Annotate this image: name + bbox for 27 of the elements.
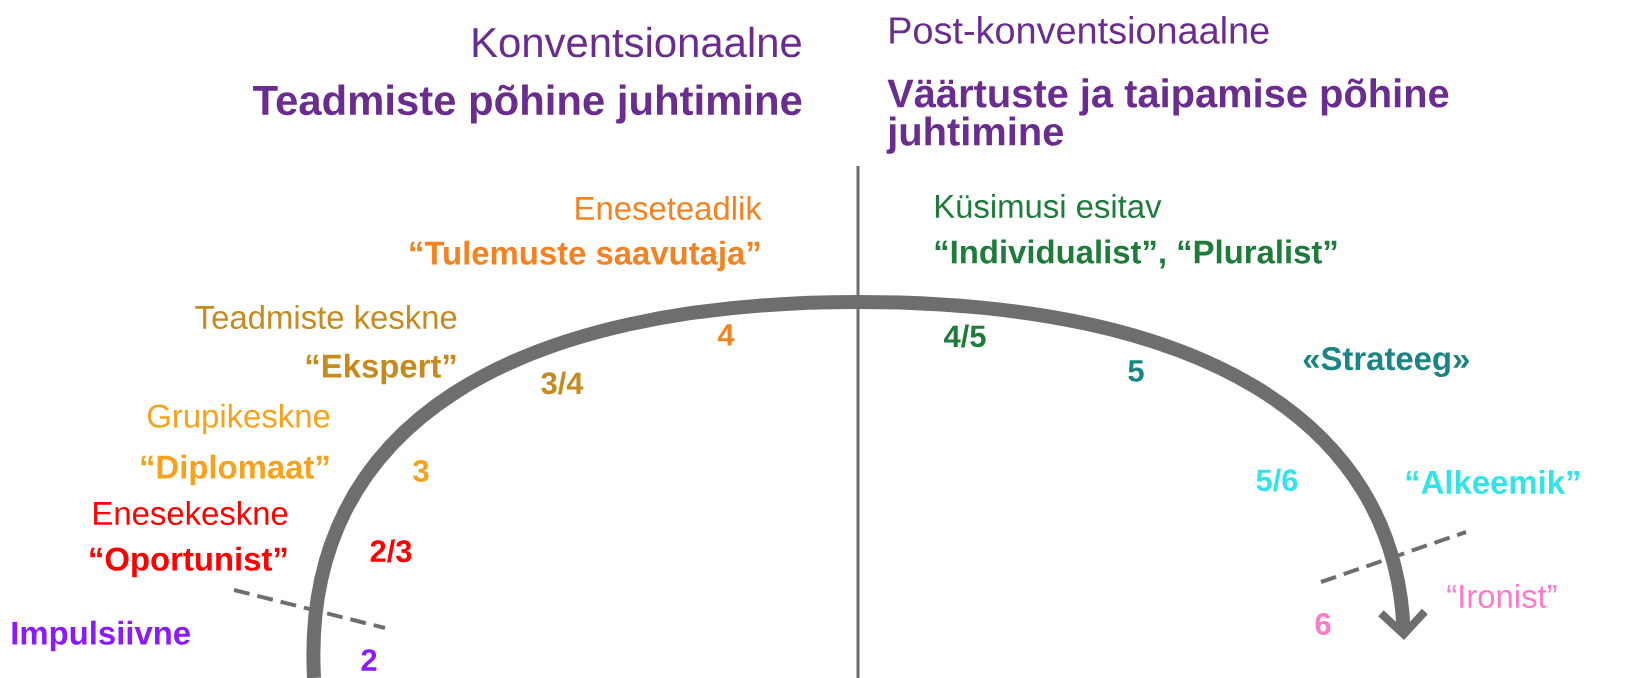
stage-name: “Ironist” bbox=[1447, 583, 1557, 609]
stage-name: Grupikeskne bbox=[147, 403, 330, 435]
stage-name: Küsimusi esitav bbox=[935, 193, 1162, 219]
stage-number: 5/6 bbox=[1256, 468, 1298, 492]
stage-name: Enesekeskne bbox=[94, 500, 288, 526]
stage-name: Eneseteadlik bbox=[576, 195, 762, 221]
stage-number: 3/4 bbox=[541, 371, 584, 395]
stage-name: “Ekspert” bbox=[306, 353, 456, 385]
stage-number: 4 bbox=[717, 324, 735, 346]
stage-number: 2/3 bbox=[370, 539, 412, 563]
heading-text: Väärtuste ja taipamise põhine juhtimine bbox=[886, 78, 1449, 154]
stage-number: 4/5 bbox=[944, 324, 986, 348]
stage-number: 5 bbox=[1128, 360, 1144, 382]
stage-name: «Strateeg» bbox=[1303, 347, 1469, 377]
heading-text: Konventsionaalne bbox=[473, 26, 801, 58]
stage-number: 2 bbox=[361, 649, 377, 671]
stage-name: “Individualist”, “Pluralist” bbox=[935, 239, 1337, 269]
stage-name: “Alkeemik” bbox=[1406, 469, 1579, 495]
stage-number: 3 bbox=[413, 460, 429, 482]
stage-name: “Oportunist” bbox=[90, 546, 287, 578]
heading-text: Post-konventsionaalne bbox=[890, 16, 1269, 44]
stage-number: 6 bbox=[1315, 613, 1331, 635]
heading-text: Teadmiste põhine juhtimine bbox=[253, 84, 802, 124]
stage-name: Teadmiste keskne bbox=[195, 304, 457, 330]
stage-name: Impulsiivne bbox=[12, 620, 190, 652]
stage-name: “Diplomaat” bbox=[141, 454, 329, 486]
stage-name: “Tulemuste saavutaja” bbox=[410, 240, 760, 272]
